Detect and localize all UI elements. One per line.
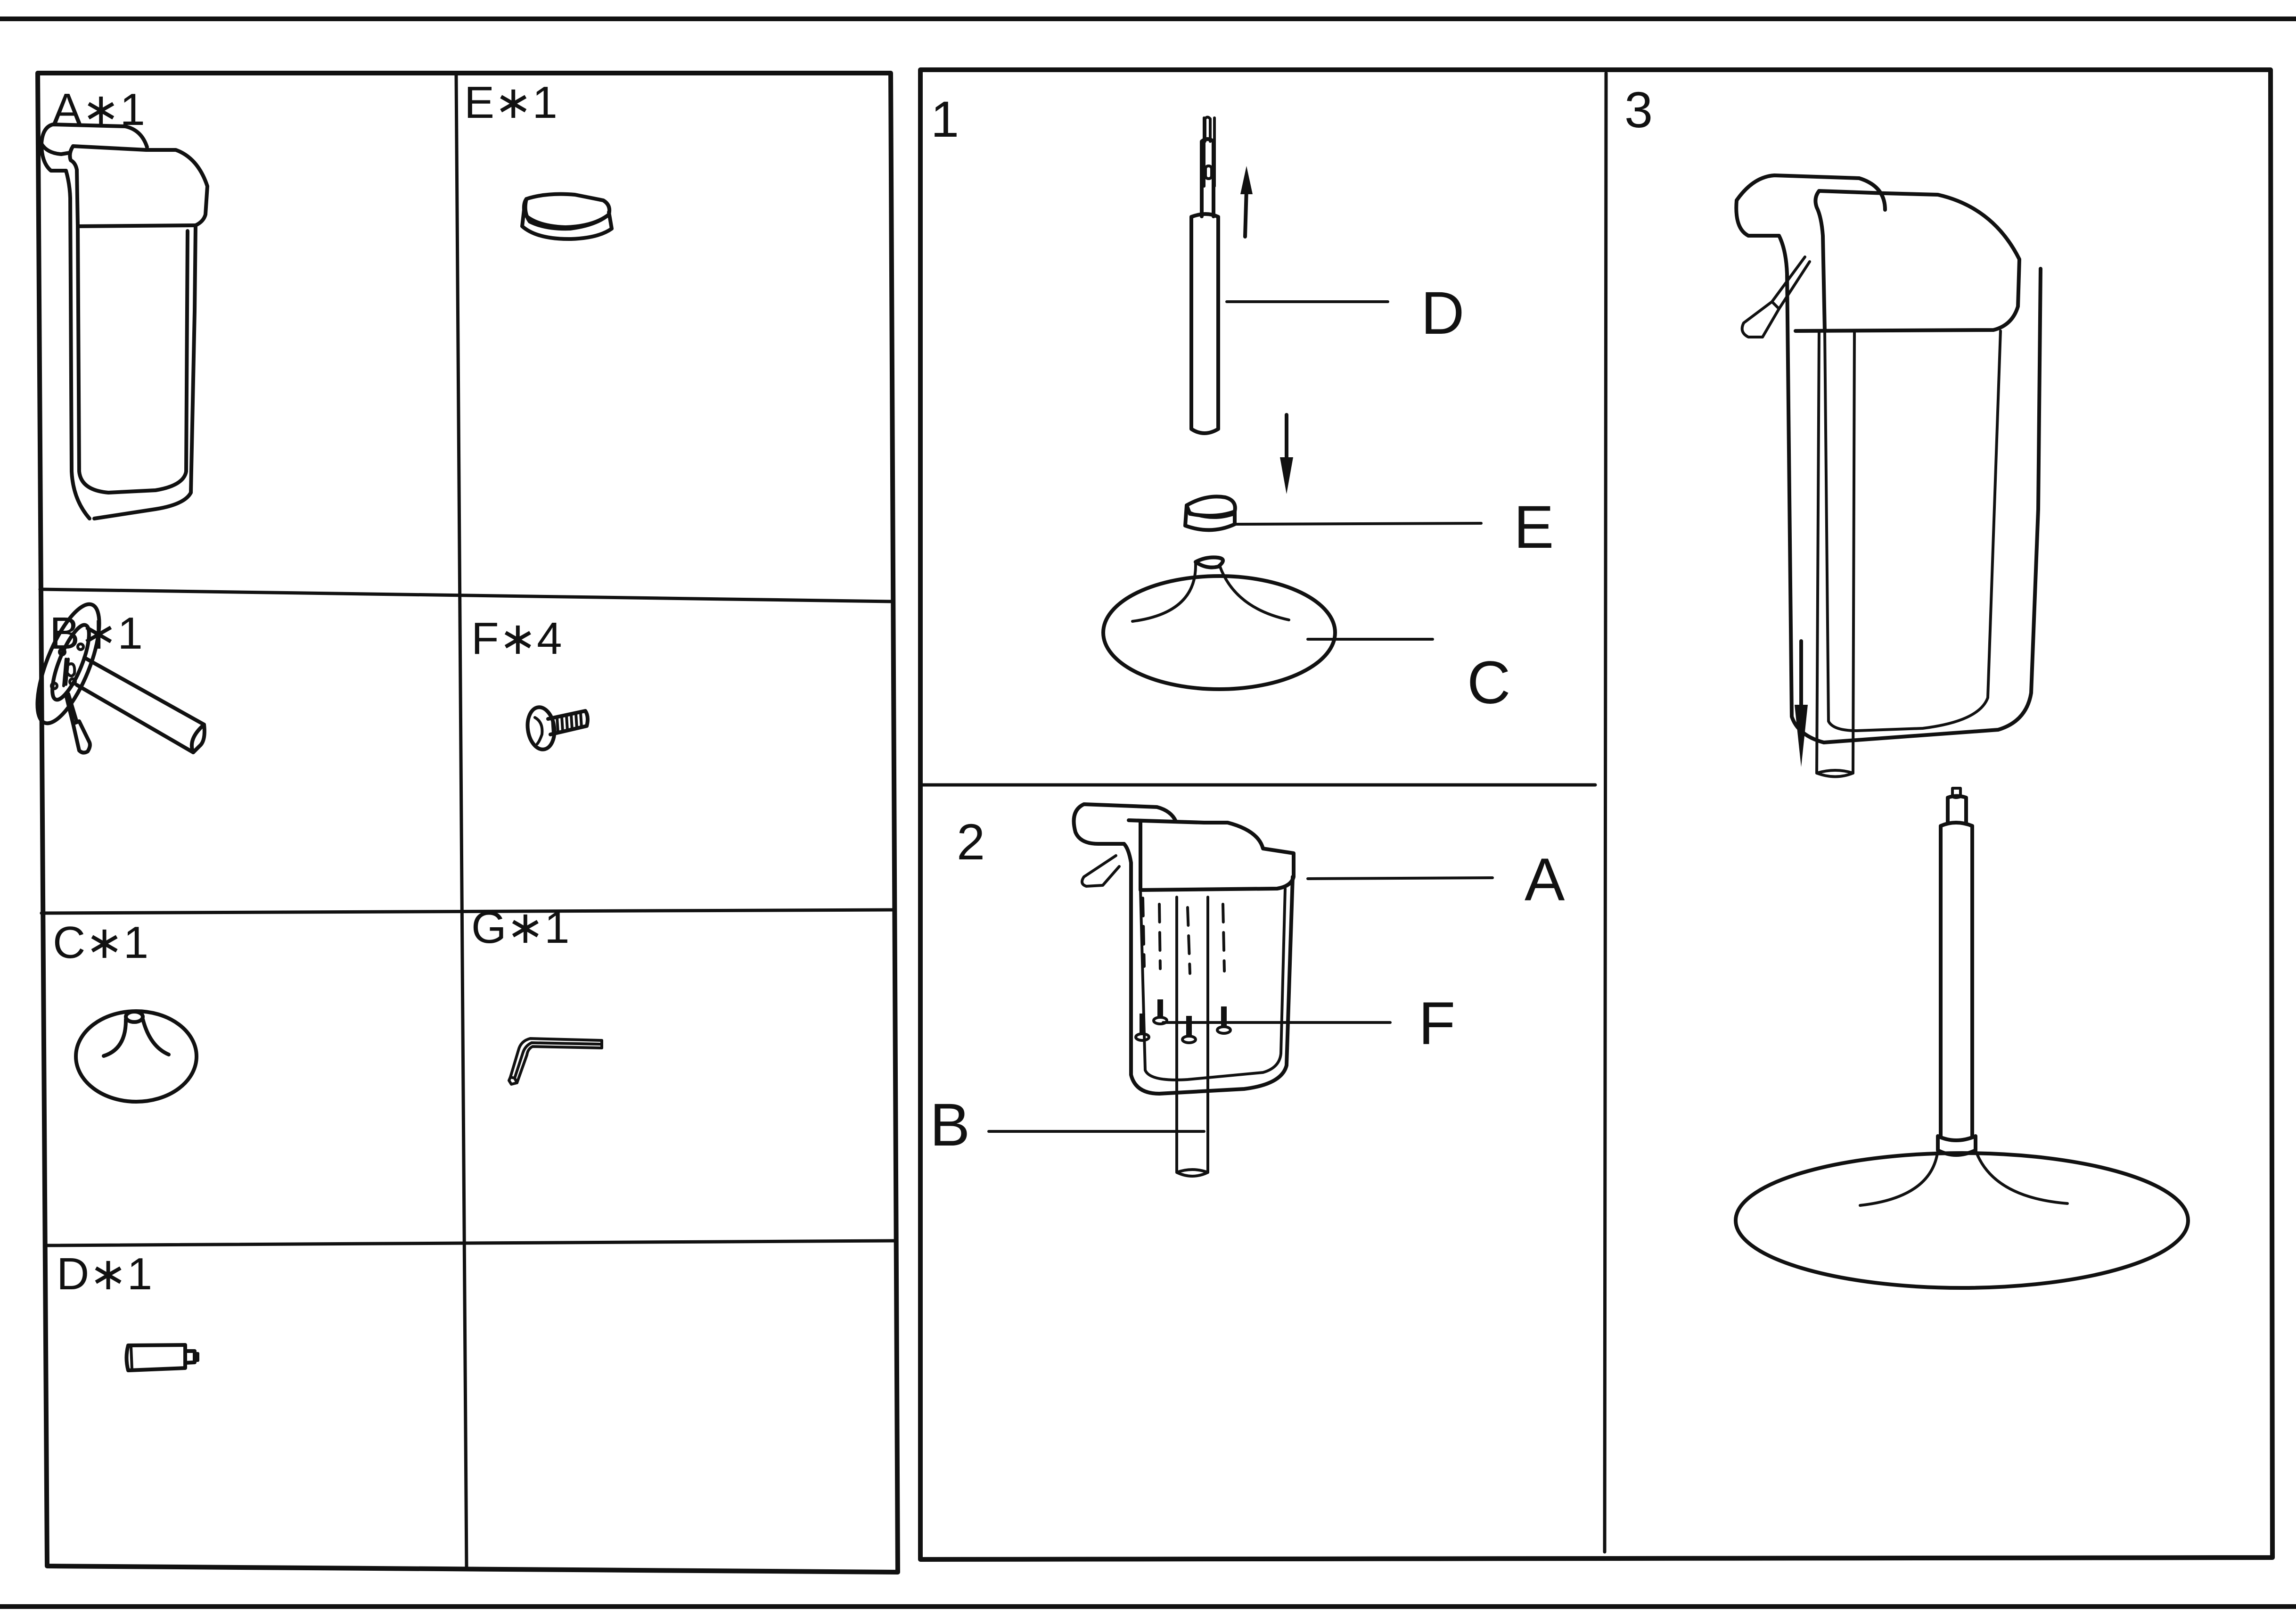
- gas-cylinder-illustration: [124, 1343, 199, 1372]
- part-b-cell: B∗1: [35, 602, 206, 755]
- step-2-callout-f: F: [1419, 990, 1455, 1057]
- parts-grid-row-divider-3: [43, 1239, 897, 1247]
- bolt-illustration: [525, 705, 590, 751]
- step-3: 3: [1624, 81, 2190, 1290]
- step-1-callout-e: E: [1514, 494, 1554, 561]
- allen-key-illustration: [508, 1037, 603, 1086]
- part-f-cell: F∗4: [471, 613, 590, 751]
- step-2-callout-b: B: [930, 1091, 970, 1159]
- step-1-callout-c: C: [1467, 649, 1510, 717]
- steps-panel: [918, 67, 2275, 1562]
- part-d-cell: D∗1: [57, 1249, 199, 1372]
- base-cap-illustration: [520, 192, 614, 241]
- seat-with-mechanism-step2: [1072, 802, 1296, 1178]
- base-cap-step1: [1183, 495, 1237, 532]
- parts-grid-row-divider-2: [40, 908, 896, 915]
- parts-grid-column-divider: [454, 74, 468, 1569]
- arrow-down-icon: [1795, 639, 1808, 767]
- step-3-number: 3: [1624, 81, 1653, 138]
- callout-e-leader: [1234, 522, 1483, 526]
- steps-panel-column-divider: [1603, 71, 1608, 1554]
- seat-mechanism-illustration: [35, 602, 206, 755]
- bolt-thread: [551, 711, 583, 734]
- gas-cylinder-step1: [1189, 115, 1220, 435]
- round-base-step1: [1101, 555, 1337, 691]
- parts-grid-row-divider-1: [38, 587, 894, 603]
- part-e-label: E∗1: [464, 77, 558, 128]
- step-1: 1 D E C: [931, 91, 1554, 717]
- step-2-number: 2: [957, 813, 985, 870]
- seat-assembly-step3: [1734, 173, 2042, 778]
- part-g-cell: G∗1: [471, 902, 603, 1086]
- step-1-number: 1: [931, 91, 959, 148]
- part-d-label: D∗1: [57, 1249, 152, 1299]
- part-a-cell: A∗1: [40, 84, 209, 520]
- steps-panel-border: [918, 67, 2275, 1562]
- arrow-down-icon: [1280, 413, 1293, 494]
- round-base-illustration: [74, 1009, 198, 1104]
- parts-list-grid: [35, 71, 900, 1575]
- part-e-cell: E∗1: [464, 77, 614, 241]
- part-c-cell: C∗1: [53, 917, 198, 1104]
- step-2: 2 A F: [930, 802, 1565, 1178]
- part-g-label: G∗1: [471, 902, 570, 953]
- callout-a-leader: [1306, 876, 1494, 880]
- arrow-up-icon: [1240, 166, 1253, 239]
- step-1-callout-d: D: [1421, 280, 1464, 347]
- base-with-cylinder-step3: [1734, 787, 2190, 1290]
- part-f-label: F∗4: [471, 613, 562, 664]
- step-2-callout-a: A: [1525, 846, 1565, 914]
- part-c-label: C∗1: [53, 917, 148, 968]
- parts-grid-border: [35, 71, 900, 1575]
- seat-illustration: [40, 123, 209, 520]
